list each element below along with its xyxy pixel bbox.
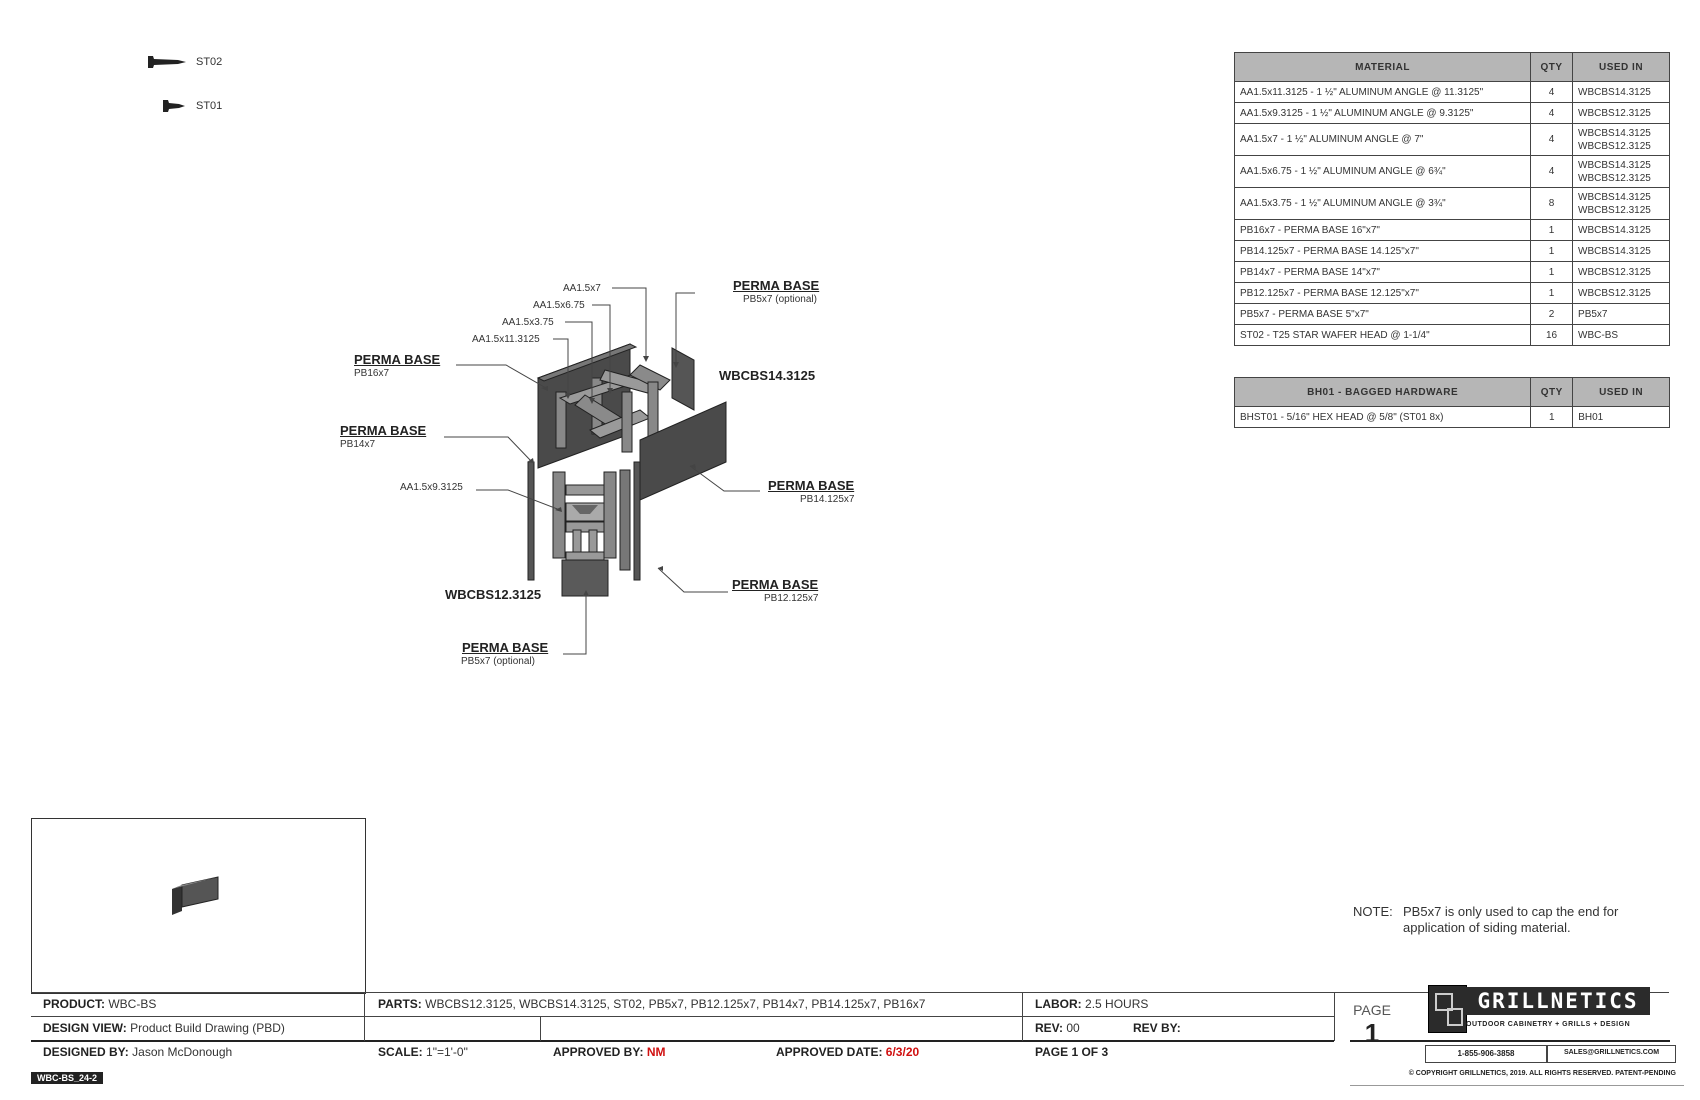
brand-wordmark: GRILLNETICS (1466, 987, 1650, 1015)
footer-line (1350, 1085, 1684, 1086)
approved-date-field: APPROVED DATE: 6/3/20 (776, 1045, 920, 1059)
perma-base-title-top-right: PERMA BASE (733, 278, 820, 293)
used-in-header: USED IN (1572, 52, 1670, 82)
bh01-header: BH01 - BAGGED HARDWARE (1233, 377, 1532, 407)
perma-base-sub-top-right: PB5x7 (optional) (743, 294, 817, 305)
perma-base-title-right-mid: PERMA BASE (768, 478, 855, 493)
screw-long-icon (148, 56, 186, 68)
designed-by-field: DESIGNED BY: Jason McDonough (43, 1045, 233, 1059)
note-line-1: PB5x7 is only used to cap the end for (1403, 904, 1619, 919)
perma-base-title-bottom: PERMA BASE (462, 640, 549, 655)
hardware-table-header: BH01 - BAGGED HARDWARE QTY USED IN (1233, 377, 1670, 407)
perma-base-title-left-lower: PERMA BASE (340, 423, 427, 438)
hw-qty-header: QTY (1530, 377, 1574, 407)
divider (1334, 992, 1335, 1041)
divider (540, 1016, 541, 1041)
approved-by-field: APPROVED BY: NM (553, 1045, 666, 1059)
email-box (1547, 1045, 1676, 1063)
perma-base-title-right-lower: PERMA BASE (732, 577, 819, 592)
title-block-mid-line (31, 1016, 1334, 1017)
bagged-hardware-table: BH01 - BAGGED HARDWARE QTY USED IN BHST0… (1233, 377, 1670, 428)
material-table-header: MATERIAL QTY USED IN (1233, 52, 1670, 82)
material-header: MATERIAL (1233, 52, 1532, 82)
st01-label: ST01 (196, 100, 223, 112)
hw-used-in-header: USED IN (1572, 377, 1670, 407)
drawing-id-badge: WBC-BS_24-2 (31, 1072, 104, 1084)
screw-short-icon (163, 100, 185, 112)
st02-label: ST02 (196, 56, 223, 68)
grillnetics-logo-icon (1428, 985, 1467, 1033)
rev-by-field: REV BY: (1133, 1021, 1181, 1035)
rev-field: REV: 00 (1035, 1021, 1080, 1035)
title-block-top-line (31, 992, 1669, 993)
perma-base-sub-left-lower: PB14x7 (340, 439, 376, 450)
divider (364, 992, 365, 1041)
divider (1022, 992, 1023, 1041)
design-view-field: DESIGN VIEW: Product Build Drawing (PBD) (43, 1021, 285, 1035)
title-block-bottom-line-right (1350, 1040, 1670, 1042)
title-block-bottom-line (31, 1040, 1334, 1042)
note-line-2: application of siding material. (1403, 920, 1571, 935)
table-row: AA1.5x11.3125 - 1 ½" ALUMINUM ANGLE @ 11… (1233, 81, 1670, 103)
scale-field: SCALE: 1"=1'-0" (378, 1045, 468, 1059)
perma-base-sub-left-upper: PB16x7 (354, 368, 390, 379)
perma-base-sub-bottom: PB5x7 (optional) (461, 656, 535, 667)
thumbnail-box (31, 818, 366, 994)
table-row: BHST01 - 5/16" HEX HEAD @ 5/8" (ST01 8x)… (1233, 406, 1670, 428)
page-of-field: PAGE 1 OF 3 (1035, 1045, 1109, 1059)
parts-field: PARTS: WBCBS12.3125, WBCBS14.3125, ST02,… (378, 997, 926, 1011)
product-field: PRODUCT: WBC-BS (43, 997, 157, 1011)
callout-aa1.5x3.75: AA1.5x3.75 (502, 317, 554, 328)
callout-aa1.5x7: AA1.5x7 (563, 283, 601, 294)
page-number: 1 (1364, 1018, 1380, 1048)
phone-box (1425, 1045, 1547, 1063)
callout-aa1.5x9.3125: AA1.5x9.3125 (400, 482, 463, 493)
brand-tagline: OUTDOOR CABINETRY + GRILLS + DESIGN (1466, 1021, 1631, 1028)
phone-number: 1-855-906-3858 (1457, 1049, 1515, 1058)
perma-base-sub-right-lower: PB12.125x7 (764, 593, 819, 604)
labor-field: LABOR: 2.5 HOURS (1035, 997, 1149, 1011)
callout-aa1.5x6.75: AA1.5x6.75 (533, 300, 585, 311)
perma-base-title-left-upper: PERMA BASE (354, 352, 441, 367)
qty-header: QTY (1530, 52, 1574, 82)
page-label: PAGE (1353, 1002, 1391, 1018)
assembly-label-wbcbs12: WBCBS12.3125 (445, 587, 542, 602)
material-table: MATERIAL QTY USED IN AA1.5x11.3125 - 1 ½… (1233, 52, 1670, 346)
email-address: SALES@GRILLNETICS.COM (1563, 1049, 1660, 1056)
product-thumbnail-icon (172, 876, 219, 915)
callout-aa1.5x11.3125: AA1.5x11.3125 (472, 334, 540, 345)
assembly-label-wbcbs14: WBCBS14.3125 (719, 368, 816, 383)
table-row: AA1.5x9.3125 - 1 ½" ALUMINUM ANGLE @ 9.3… (1233, 102, 1670, 124)
copyright-text: © COPYRIGHT GRILLNETICS, 2019. ALL RIGHT… (1408, 1070, 1676, 1077)
perma-base-sub-right-mid: PB14.125x7 (800, 494, 855, 505)
note-label: NOTE: (1353, 904, 1393, 919)
